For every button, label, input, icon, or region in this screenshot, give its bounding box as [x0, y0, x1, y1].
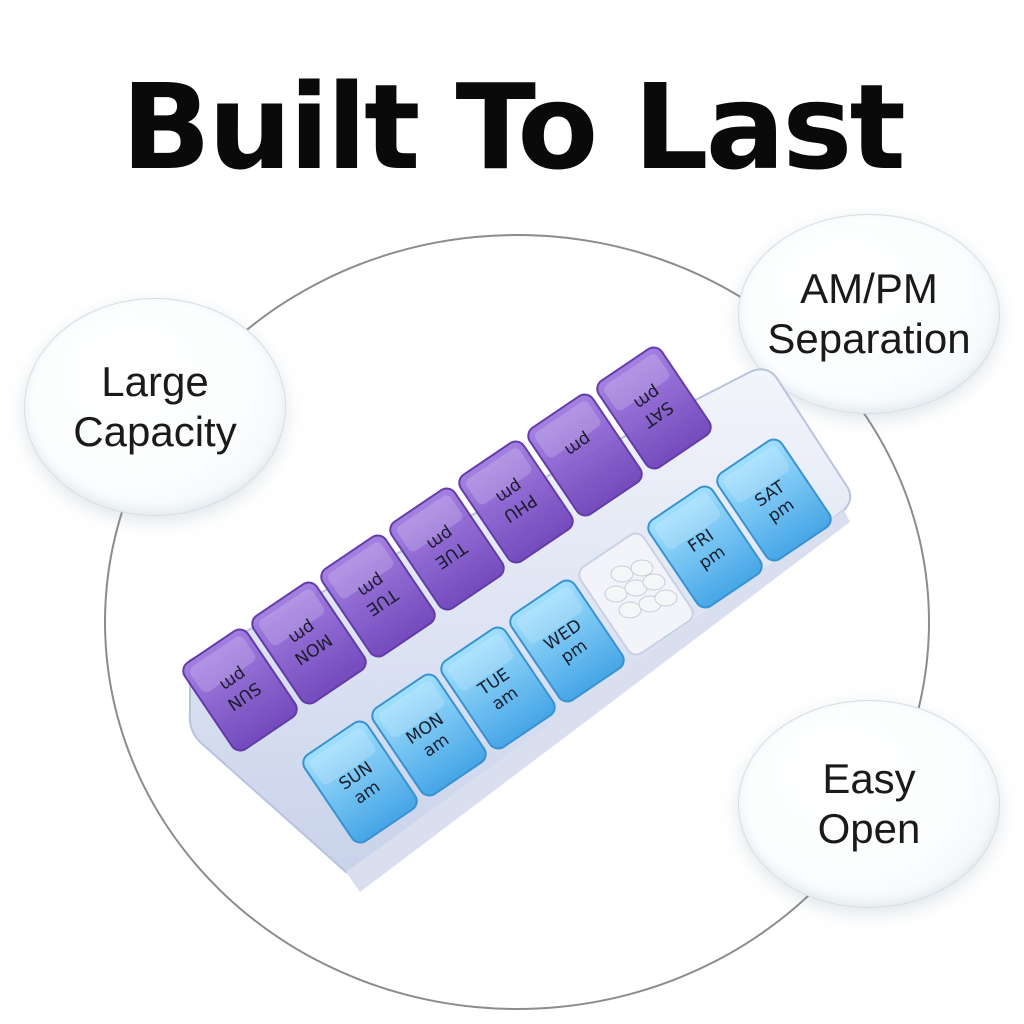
pill — [618, 601, 642, 619]
feature-line: Capacity — [73, 408, 237, 455]
feature-bubble-ampm-separation: AM/PM Separation — [738, 214, 1000, 414]
headline: Built To Last — [121, 58, 906, 196]
pill — [610, 565, 634, 583]
feature-line: Open — [817, 805, 921, 852]
pill — [630, 559, 654, 577]
feature-line: AM/PM — [800, 265, 938, 312]
feature-bubble-easy-open: Easy Open — [738, 700, 1000, 908]
feature-ring — [104, 234, 930, 1010]
feature-line: Large — [101, 358, 209, 405]
tray-shadow — [346, 510, 850, 892]
pill — [654, 589, 678, 607]
pill — [604, 585, 628, 603]
feature-line: Separation — [767, 315, 971, 362]
feature-line: Easy — [822, 755, 916, 802]
pill — [642, 573, 666, 591]
feature-bubble-large-capacity: Large Capacity — [24, 298, 286, 516]
pills — [604, 559, 678, 619]
pm-compartment-5[interactable]: pm — [524, 391, 645, 520]
